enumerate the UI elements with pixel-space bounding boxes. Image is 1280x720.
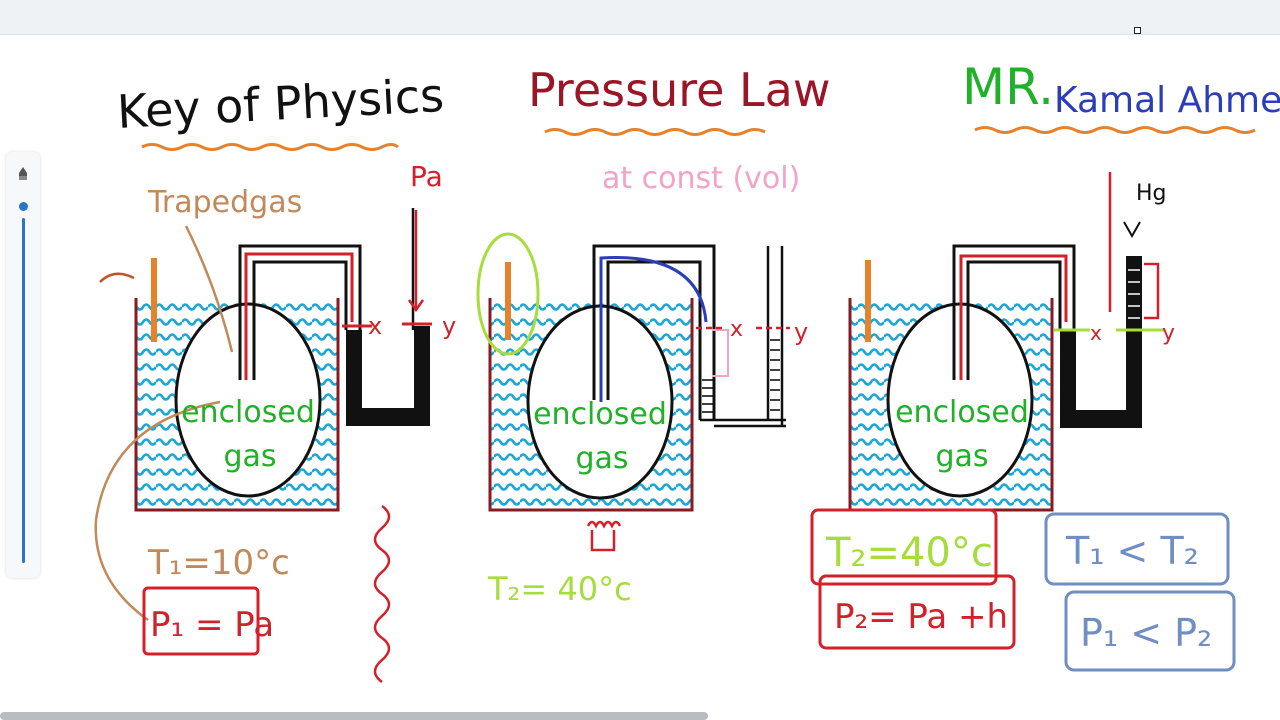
conclusion-pressure-label: P₁ < P₂ xyxy=(1080,611,1212,655)
conclusion-temp-label: T₁ < T₂ xyxy=(1065,529,1199,573)
level-x-label-3: x xyxy=(1090,321,1102,345)
pen-icon[interactable] xyxy=(17,166,29,182)
level-y-label-1: y xyxy=(442,312,456,340)
mercury-column-3 xyxy=(1060,330,1076,428)
panel-3 xyxy=(848,172,1164,512)
top-toolbar xyxy=(0,0,1280,35)
enclosed-gas-label-3a: enclosed xyxy=(895,395,1029,430)
resize-handle[interactable] xyxy=(1134,27,1141,34)
pressure-p2-label: P₂= Pa +h xyxy=(834,597,1008,637)
enclosed-gas-label-2b: gas xyxy=(575,441,628,476)
header-center-underline xyxy=(544,128,766,136)
pressure-p2-box xyxy=(818,574,1016,650)
zoom-slider-knob[interactable] xyxy=(19,202,28,211)
thermometer-highlight-2 xyxy=(476,232,540,356)
mercury-label: Hg xyxy=(1136,181,1167,206)
thermometer-1 xyxy=(151,258,157,342)
level-y-label-3: y xyxy=(1162,321,1175,346)
thermometer-3 xyxy=(865,260,871,342)
gas-flask-1 xyxy=(174,302,322,498)
atmospheric-pressure-label: Pa xyxy=(410,160,443,193)
teacher-underline xyxy=(974,126,1256,134)
burner-icon xyxy=(586,520,622,552)
temperature-t2-label-panel3: T₂=40°c xyxy=(825,530,993,576)
enclosed-gas-label-2a: enclosed xyxy=(533,397,667,432)
conclusion-temp-box xyxy=(1044,512,1230,586)
temperature-t2-label-panel2: T₂= 40°c xyxy=(487,570,632,608)
enclosed-gas-label-1a: enclosed xyxy=(181,395,315,430)
header-left-underline xyxy=(141,143,399,151)
header-center-title: Pressure Law xyxy=(528,63,830,117)
pressure-p1-label: P₁ = Pa xyxy=(150,605,274,645)
level-x-label-1: x xyxy=(368,312,382,340)
trapped-gas-label: Trapedgas xyxy=(147,185,302,220)
horizontal-scrollbar[interactable] xyxy=(0,712,708,720)
enclosed-gas-label-1b: gas xyxy=(223,439,276,474)
conclusion-pressure-box xyxy=(1064,590,1236,672)
teacher-prefix: MR. xyxy=(962,58,1054,116)
zoom-sidebar xyxy=(6,152,40,578)
panel-1 xyxy=(94,208,432,684)
pressure-p1-box xyxy=(142,586,260,656)
header-subtitle: at const (vol) xyxy=(602,161,800,196)
mercury-column-1 xyxy=(346,330,362,426)
level-y-label-2: y xyxy=(794,318,808,346)
level-x-label-2: x xyxy=(730,317,743,342)
enclosed-gas-label-3b: gas xyxy=(935,439,988,474)
teacher-name: Kamal Ahmed xyxy=(1054,80,1280,121)
header-left-title: Key of Physics xyxy=(116,68,445,139)
temperature-t1-label: T₁=10°c xyxy=(147,543,290,583)
panel-2 xyxy=(476,232,790,552)
temperature-t2-box xyxy=(810,508,998,586)
thermometer-2 xyxy=(505,262,511,340)
zoom-slider-track[interactable] xyxy=(22,218,25,563)
